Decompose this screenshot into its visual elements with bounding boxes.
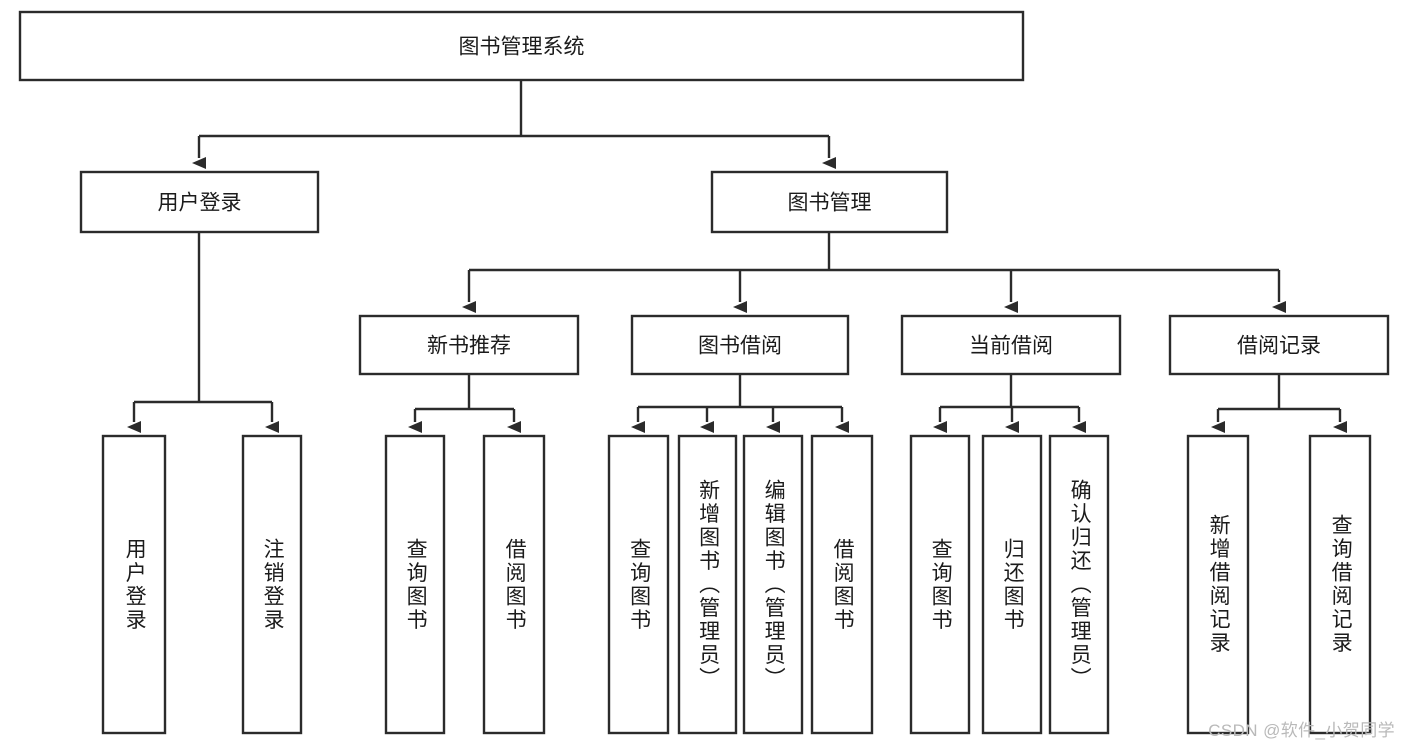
node-level2-2[interactable] xyxy=(900,314,1122,376)
node-leaf-7[interactable] xyxy=(810,434,874,735)
node-level2-3[interactable] xyxy=(1168,314,1390,376)
node-leaf-8[interactable] xyxy=(909,434,971,735)
node-leaf-0[interactable] xyxy=(101,434,167,735)
boxes-layer xyxy=(18,10,1390,735)
node-level1-0[interactable] xyxy=(79,170,320,234)
node-leaf-10[interactable] xyxy=(1048,434,1110,735)
node-root[interactable] xyxy=(18,10,1025,82)
node-level2-label-1: 图书借阅 xyxy=(698,335,782,358)
node-level2-label-2: 当前借阅 xyxy=(969,335,1053,358)
node-leaf-9[interactable] xyxy=(981,434,1043,735)
node-level2-0[interactable] xyxy=(358,314,580,376)
node-leaf-3[interactable] xyxy=(482,434,546,735)
node-level1-label-0: 用户登录 xyxy=(158,192,242,215)
node-leaf-2[interactable] xyxy=(384,434,446,735)
node-leaf-12[interactable] xyxy=(1308,434,1372,735)
node-root-label: 图书管理系统 xyxy=(459,36,585,59)
node-leaf-6[interactable] xyxy=(742,434,804,735)
connectors-layer xyxy=(127,80,1347,433)
node-level1-label-1: 图书管理 xyxy=(788,192,872,215)
node-leaf-11[interactable] xyxy=(1186,434,1250,735)
node-leaf-4[interactable] xyxy=(607,434,670,735)
node-level2-label-3: 借阅记录 xyxy=(1237,335,1321,358)
node-level2-label-0: 新书推荐 xyxy=(427,335,511,358)
node-level2-1[interactable] xyxy=(630,314,850,376)
watermark-text: CSDN @软件_小贺同学 xyxy=(1208,721,1395,740)
node-level1-1[interactable] xyxy=(710,170,949,234)
node-leaf-5[interactable] xyxy=(677,434,738,735)
node-leaf-1[interactable] xyxy=(241,434,303,735)
